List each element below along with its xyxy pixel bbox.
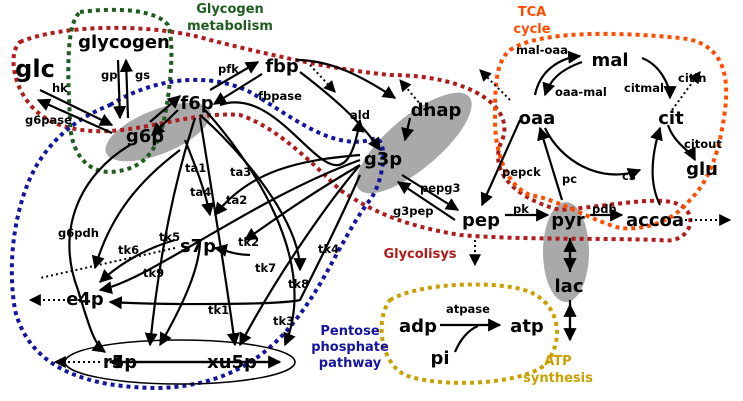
metabolite-f6p: f6p	[180, 93, 213, 114]
metabolite-adp: adp	[399, 316, 437, 337]
enzyme-g6pase: g6pase	[25, 113, 72, 127]
enzyme-tk8: tk8	[288, 277, 309, 291]
enzyme-pk: pk	[513, 202, 529, 216]
enzyme-atpase: atpase	[446, 302, 490, 316]
enzyme-tk4: tk4	[318, 242, 339, 256]
tca-label: TCA	[518, 5, 546, 20]
pyr-lac-highlight	[543, 202, 589, 302]
enzyme-tk3: tk3	[273, 314, 294, 328]
metabolite-glycogen: glycogen	[78, 32, 170, 53]
enzyme-tk5: tk5	[159, 230, 180, 244]
enzyme-ta2: ta2	[226, 193, 247, 207]
enzyme-tk2: tk2	[238, 235, 259, 249]
atp-synthesis-label: ATP	[544, 354, 571, 369]
metabolite-r5p: r5p	[103, 352, 137, 373]
metabolite-dhap: dhap	[411, 100, 462, 121]
enzyme-citmal: citmal	[624, 81, 664, 95]
metabolite-atp: atp	[510, 316, 544, 337]
exchange-arrows	[28, 64, 732, 368]
pentose-label-2: phosphate	[311, 340, 389, 355]
enzyme-g6pdh: g6pdh	[58, 226, 99, 240]
metabolite-xu5p: xu5p	[207, 352, 257, 373]
glycogen-metabolism-label: Glycogen	[196, 2, 264, 17]
metabolite-e4p: e4p	[66, 289, 104, 310]
glycogen-metabolism-label-2: metabolism	[187, 19, 273, 34]
pentose-label: Pentose	[320, 324, 379, 339]
enzyme-pepg3: pepg3	[420, 181, 461, 195]
metabolite-accoa: accoa	[626, 210, 684, 231]
enzyme-ald: ald	[350, 108, 370, 122]
metabolite-g3p: g3p	[364, 149, 402, 170]
pentose-boundary	[9, 77, 386, 391]
metabolite-pyr: pyr	[551, 210, 585, 231]
enzyme-citout: citout	[684, 137, 722, 151]
metabolite-glc: glc	[15, 55, 55, 83]
enzyme-mal-oaa: mal-oaa	[516, 43, 568, 57]
metabolite-cit: cit	[658, 108, 684, 129]
enzyme-tk9: tk9	[143, 266, 164, 280]
tca-label-2: cycle	[513, 22, 550, 37]
tca-boundary	[492, 31, 729, 231]
metabolite-mal: mal	[591, 50, 628, 71]
enzyme-gs: gs	[135, 68, 150, 82]
dhap-g3p-highlight	[356, 92, 472, 194]
metabolite-g6p: g6p	[126, 126, 164, 147]
enzyme-hk: hk	[52, 81, 68, 95]
metabolite-pep: pep	[462, 210, 500, 231]
metabolite-oaa: oaa	[519, 108, 556, 129]
metabolite-pi: pi	[430, 348, 449, 369]
metabolite-glu: glu	[686, 159, 718, 180]
enzyme-g3pep: g3pep	[393, 204, 434, 218]
enzyme-tk6: tk6	[118, 243, 139, 257]
metabolite-fbp: fbp	[265, 56, 299, 77]
enzyme-citin: citin	[678, 71, 706, 85]
enzyme-pc: pc	[562, 172, 577, 186]
metabolite-lac: lac	[555, 276, 584, 297]
enzyme-pfk: pfk	[218, 62, 239, 76]
enzyme-oaa-mal: oaa-mal	[555, 85, 607, 99]
enzyme-fbpase: fbpase	[258, 89, 302, 103]
metabolite-s7p: s7p	[180, 236, 216, 257]
enzyme-gp: gp	[101, 68, 117, 82]
glycolysis-label: Glycolisys	[383, 247, 456, 262]
pentose-label-3: pathway	[319, 356, 382, 371]
enzyme-ta1: ta1	[185, 161, 206, 175]
enzyme-pdh: pdh	[592, 202, 617, 216]
enzyme-ta4: ta4	[190, 185, 211, 199]
atp-synthesis-label-2: synthesis	[523, 371, 593, 386]
enzyme-pepck: pepck	[502, 165, 541, 179]
enzyme-tk1: tk1	[208, 303, 229, 317]
enzyme-ta3: ta3	[230, 165, 251, 179]
enzyme-cs: cs	[622, 169, 636, 183]
enzyme-tk7: tk7	[255, 261, 276, 275]
reaction-arrows	[36, 50, 696, 369]
